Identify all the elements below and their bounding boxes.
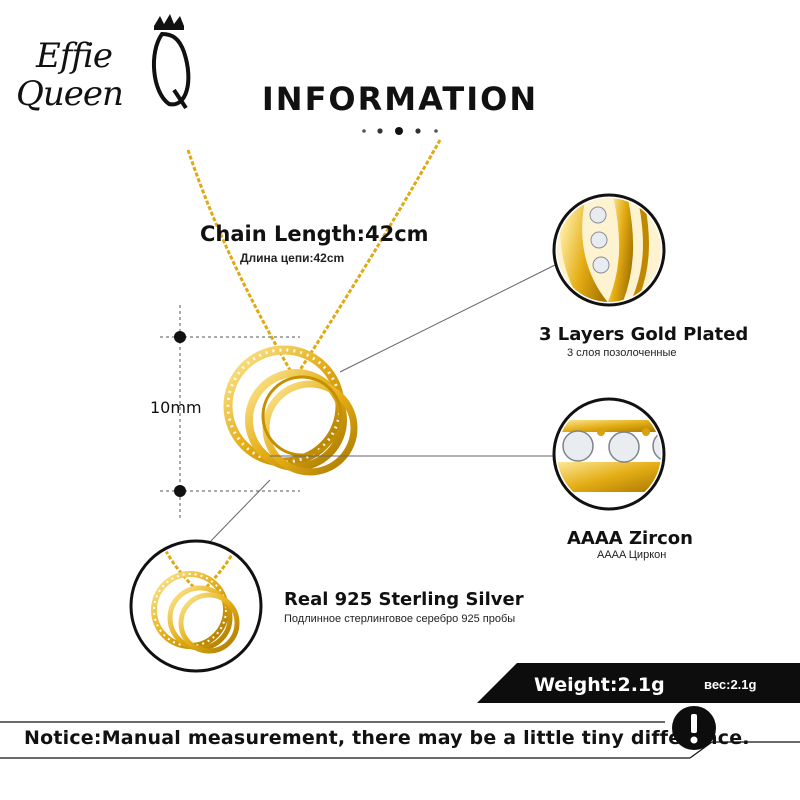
pendant-size-label: 10mm xyxy=(150,398,202,417)
stone-label-ru: AAAA Циркон xyxy=(597,549,667,561)
plating-label: 3 Layers Gold Plated xyxy=(539,324,749,345)
weight-label-ru: вес:2.1g xyxy=(704,677,757,692)
detail-pendant-magnifier xyxy=(129,539,263,673)
material-label: Real 925 Sterling Silver xyxy=(284,589,524,610)
stone-label: AAAA Zircon xyxy=(567,528,693,549)
plating-label-ru: 3 слоя позолоченные xyxy=(567,347,677,359)
notice-frame xyxy=(0,721,800,759)
pendant-rings xyxy=(223,345,358,476)
size-guide xyxy=(160,305,300,520)
weight-label: Weight:2.1g xyxy=(534,674,665,696)
brand-line2: Queen xyxy=(16,74,124,114)
detail-plating-magnifier xyxy=(552,193,666,307)
brand-logo: Effie Queen xyxy=(14,12,194,122)
page-title: INFORMATION xyxy=(261,80,539,118)
brand-line1: Effie xyxy=(36,36,113,76)
crown-icon xyxy=(151,14,191,110)
weight-bar xyxy=(477,663,800,703)
chain-length-label: Chain Length:42cm xyxy=(200,222,429,246)
necklace-chain xyxy=(186,139,442,371)
detail-zircon-magnifier xyxy=(552,397,666,511)
chain-length-label-ru: Длина цепи:42cm xyxy=(240,251,345,265)
exclamation-icon xyxy=(672,706,716,750)
title-dots xyxy=(362,127,438,135)
material-label-ru: Подлинное стерлинговое серебро 925 пробы xyxy=(284,613,516,625)
callout-lines xyxy=(205,263,558,547)
notice-text: Notice:Manual measurement, there may be … xyxy=(24,727,750,749)
